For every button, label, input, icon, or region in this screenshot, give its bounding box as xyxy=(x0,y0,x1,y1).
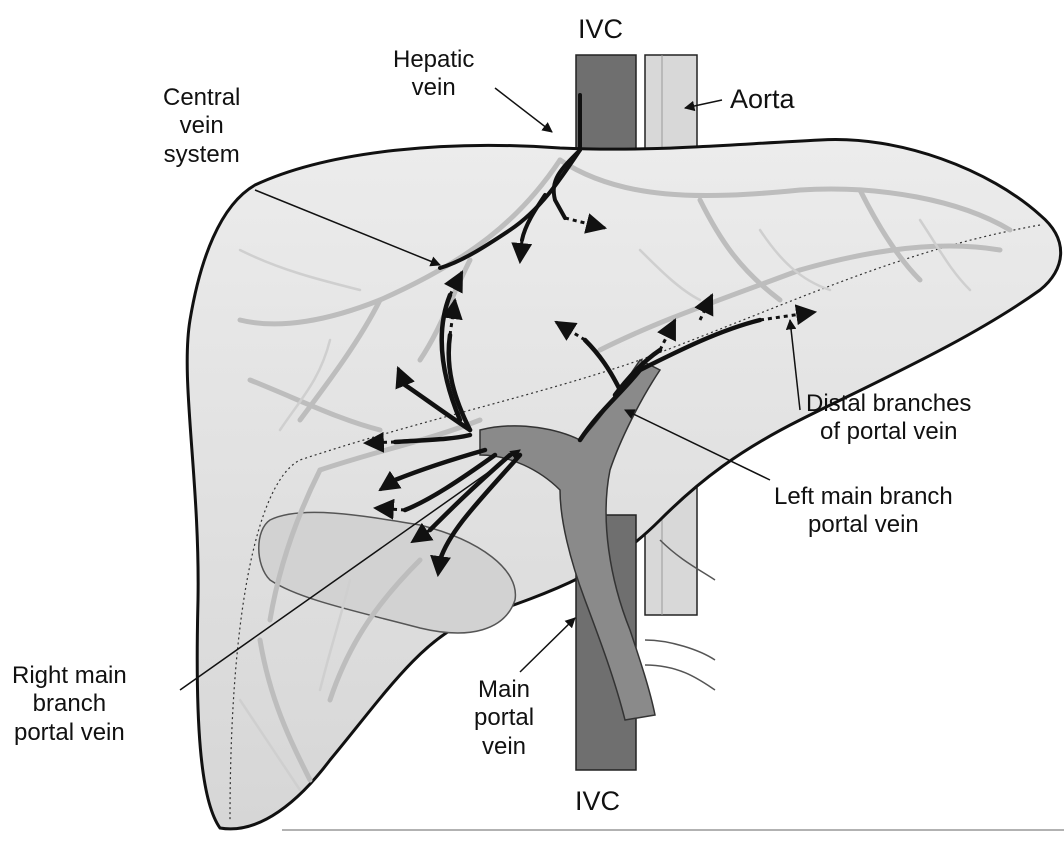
central-vein-line-2: vein xyxy=(163,112,240,140)
hepatic-vein-label: Hepatic vein xyxy=(393,46,474,103)
left-main-branch-line-1: Left main branch xyxy=(774,483,953,511)
main-portal-vein-line-2: portal xyxy=(474,704,534,732)
ivc-bottom-label: IVC xyxy=(575,786,620,818)
main-portal-vein-line-1: Main xyxy=(474,676,534,704)
distal-branches-line-2: of portal vein xyxy=(806,418,971,446)
distal-branches-label: Distal branches of portal vein xyxy=(806,390,971,447)
main-portal-vein-line-3: vein xyxy=(474,733,534,761)
central-vein-system-label: Central vein system xyxy=(163,84,240,169)
central-vein-line-3: system xyxy=(163,141,240,169)
right-main-branch-line-2: branch xyxy=(12,690,127,718)
left-main-branch-line-2: portal vein xyxy=(774,511,953,539)
right-main-branch-line-3: portal vein xyxy=(12,719,127,747)
hepatic-vein-line-2: vein xyxy=(393,74,474,102)
left-main-branch-label: Left main branch portal vein xyxy=(774,483,953,540)
distal-branches-line-1: Distal branches xyxy=(806,390,971,418)
right-main-branch-line-1: Right main xyxy=(12,662,127,690)
ivc-top-label: IVC xyxy=(578,14,623,46)
right-main-branch-label: Right main branch portal vein xyxy=(12,662,127,747)
hepatic-vein-line-1: Hepatic xyxy=(393,46,474,74)
central-vein-line-1: Central xyxy=(163,84,240,112)
main-portal-vein-label: Main portal vein xyxy=(474,676,534,761)
aorta-label: Aorta xyxy=(730,84,795,116)
